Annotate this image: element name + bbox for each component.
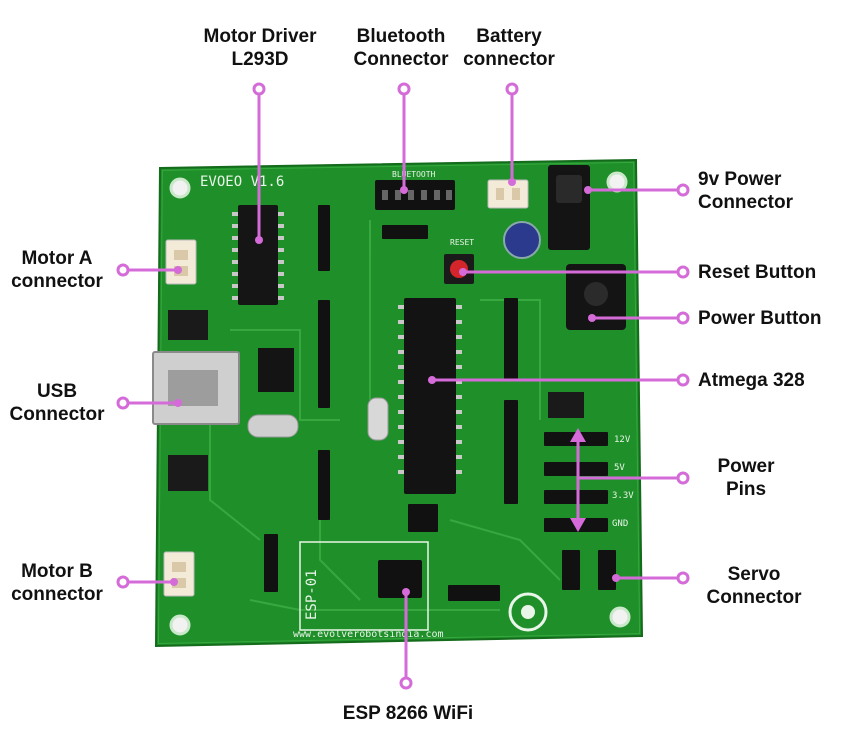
- mounting-hole: [169, 177, 191, 199]
- mosfet-bottom: [168, 455, 208, 491]
- esp-silkscreen: ESP-01: [304, 569, 320, 620]
- pin-headers: [264, 205, 616, 601]
- v5-silkscreen: 5V: [614, 463, 625, 473]
- label-power-button: Power Button: [698, 308, 822, 329]
- logo-mark: [508, 592, 548, 632]
- motor-b-connector-part: [163, 551, 195, 597]
- capacitor: [503, 221, 541, 259]
- crystal-2: [367, 397, 389, 441]
- mounting-hole: [609, 606, 631, 628]
- power-pins-arrows: [570, 428, 586, 532]
- reset-silkscreen: RESET: [450, 238, 474, 247]
- label-reset-button: Reset Button: [698, 262, 817, 283]
- voltage-regulator: [548, 392, 584, 418]
- usb-ic: [258, 348, 294, 392]
- power-jack-9v: [548, 165, 590, 250]
- gnd-silkscreen: GND: [612, 519, 628, 529]
- reset-button: [444, 254, 474, 284]
- label-atmega-328: Atmega 328: [698, 370, 805, 391]
- v33-silkscreen: 3.3V: [612, 491, 634, 501]
- bluetooth-header: [375, 180, 455, 210]
- label-esp-8266-wifi: ESP 8266 WiFi: [342, 703, 474, 724]
- motor-a-connector-part: [165, 239, 197, 285]
- mounting-hole: [606, 171, 628, 193]
- usb-connector-part: [152, 351, 240, 425]
- website-silkscreen: www.evolverobotsindia.com: [293, 629, 444, 640]
- crystal: [247, 414, 299, 438]
- board-name-silkscreen: EVOEO V1.6: [200, 174, 284, 190]
- callout-lines: [116, 82, 690, 690]
- mosfet-top: [168, 310, 208, 340]
- power-button: [566, 264, 626, 330]
- l293d-chip: [232, 205, 284, 305]
- mounting-hole: [169, 614, 191, 636]
- callout-endpoints: [170, 178, 620, 596]
- atmega-328-chip: [398, 298, 462, 494]
- v12-silkscreen: 12V: [614, 435, 631, 445]
- battery-connector: [487, 179, 529, 209]
- bluetooth-silkscreen: BLUETOOTH: [392, 170, 436, 179]
